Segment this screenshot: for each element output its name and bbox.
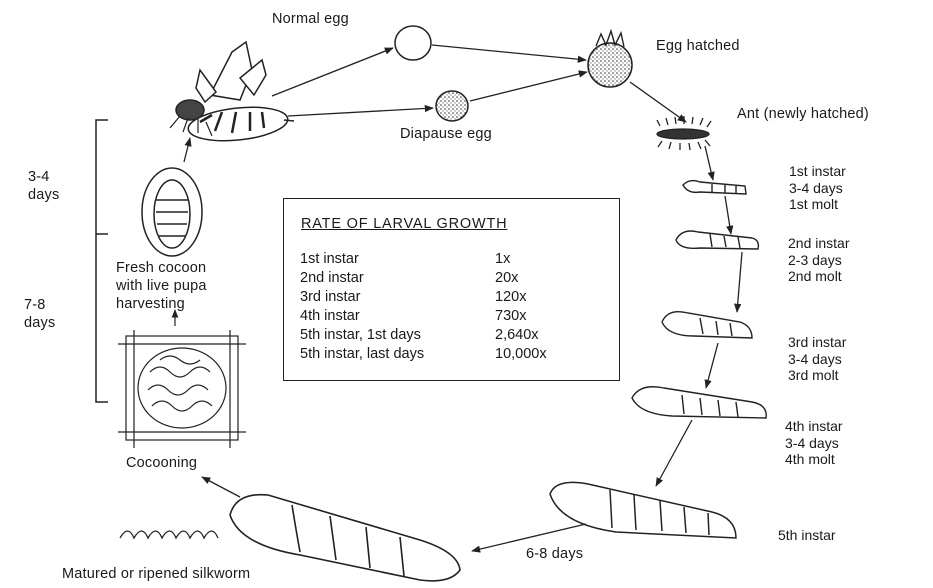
growth-table-title: RATE OF LARVAL GROWTH: [301, 216, 507, 232]
larva-stage-4: [632, 387, 766, 418]
larva-stage-1: [683, 181, 746, 194]
stage-label-4th-instar: 4th instar 3-4 days 4th molt: [785, 418, 843, 468]
larva-stage-3: [662, 312, 752, 338]
growth-row-stage: 5th instar, last days: [300, 346, 424, 362]
growth-row-stage: 3rd instar: [300, 289, 360, 305]
growth-row-rate: 730x: [495, 308, 526, 324]
diapause-egg-label: Diapause egg: [400, 126, 492, 143]
duration-7-8-days-label: 7-8 days: [24, 296, 55, 332]
matured-silkworm-label: Matured or ripened silkworm: [62, 566, 250, 583]
stage-label-5th-instar: 5th instar: [778, 527, 836, 544]
growth-row-rate: 20x: [495, 270, 518, 286]
hatched-egg-illustration: [588, 31, 632, 87]
ant-label: Ant (newly hatched): [737, 106, 869, 123]
moth-illustration: [170, 42, 294, 145]
growth-row-stage: 2nd instar: [300, 270, 364, 286]
diapause-egg-illustration: [436, 91, 468, 121]
growth-row-stage: 4th instar: [300, 308, 360, 324]
egg-hatched-label: Egg hatched: [656, 38, 740, 55]
pupa-in-cocoon-illustration: [142, 168, 202, 256]
larva-stage-5: [550, 482, 736, 538]
stage-label-2nd-instar: 2nd instar 2-3 days 2nd molt: [788, 235, 849, 285]
larva-stage-2: [676, 231, 758, 249]
stage-label-3rd-instar: 3rd instar 3-4 days 3rd molt: [788, 334, 846, 384]
growth-row-rate: 2,640x: [495, 327, 539, 343]
growth-row-stage: 1st instar: [300, 251, 359, 267]
normal-egg-label: Normal egg: [272, 11, 349, 28]
duration-bracket: [96, 120, 108, 402]
larval-growth-rate-box: RATE OF LARVAL GROWTH 1st instar 1x 2nd …: [283, 198, 620, 381]
growth-row-rate: 10,000x: [495, 346, 547, 362]
normal-egg-illustration: [395, 26, 431, 60]
stage-label-1st-instar: 1st instar 3-4 days 1st molt: [789, 163, 846, 213]
growth-row-rate: 1x: [495, 251, 510, 267]
growth-row-rate: 120x: [495, 289, 526, 305]
fresh-cocoon-label: Fresh cocoon with live pupa harvesting: [116, 259, 207, 313]
growth-row-stage: 5th instar, 1st days: [300, 327, 421, 343]
duration-3-4-days-label: 3-4 days: [28, 168, 59, 204]
cocooning-illustration: [118, 310, 246, 448]
cocooning-label: Cocooning: [126, 455, 197, 472]
fifth-instar-duration-label: 6-8 days: [526, 546, 583, 563]
